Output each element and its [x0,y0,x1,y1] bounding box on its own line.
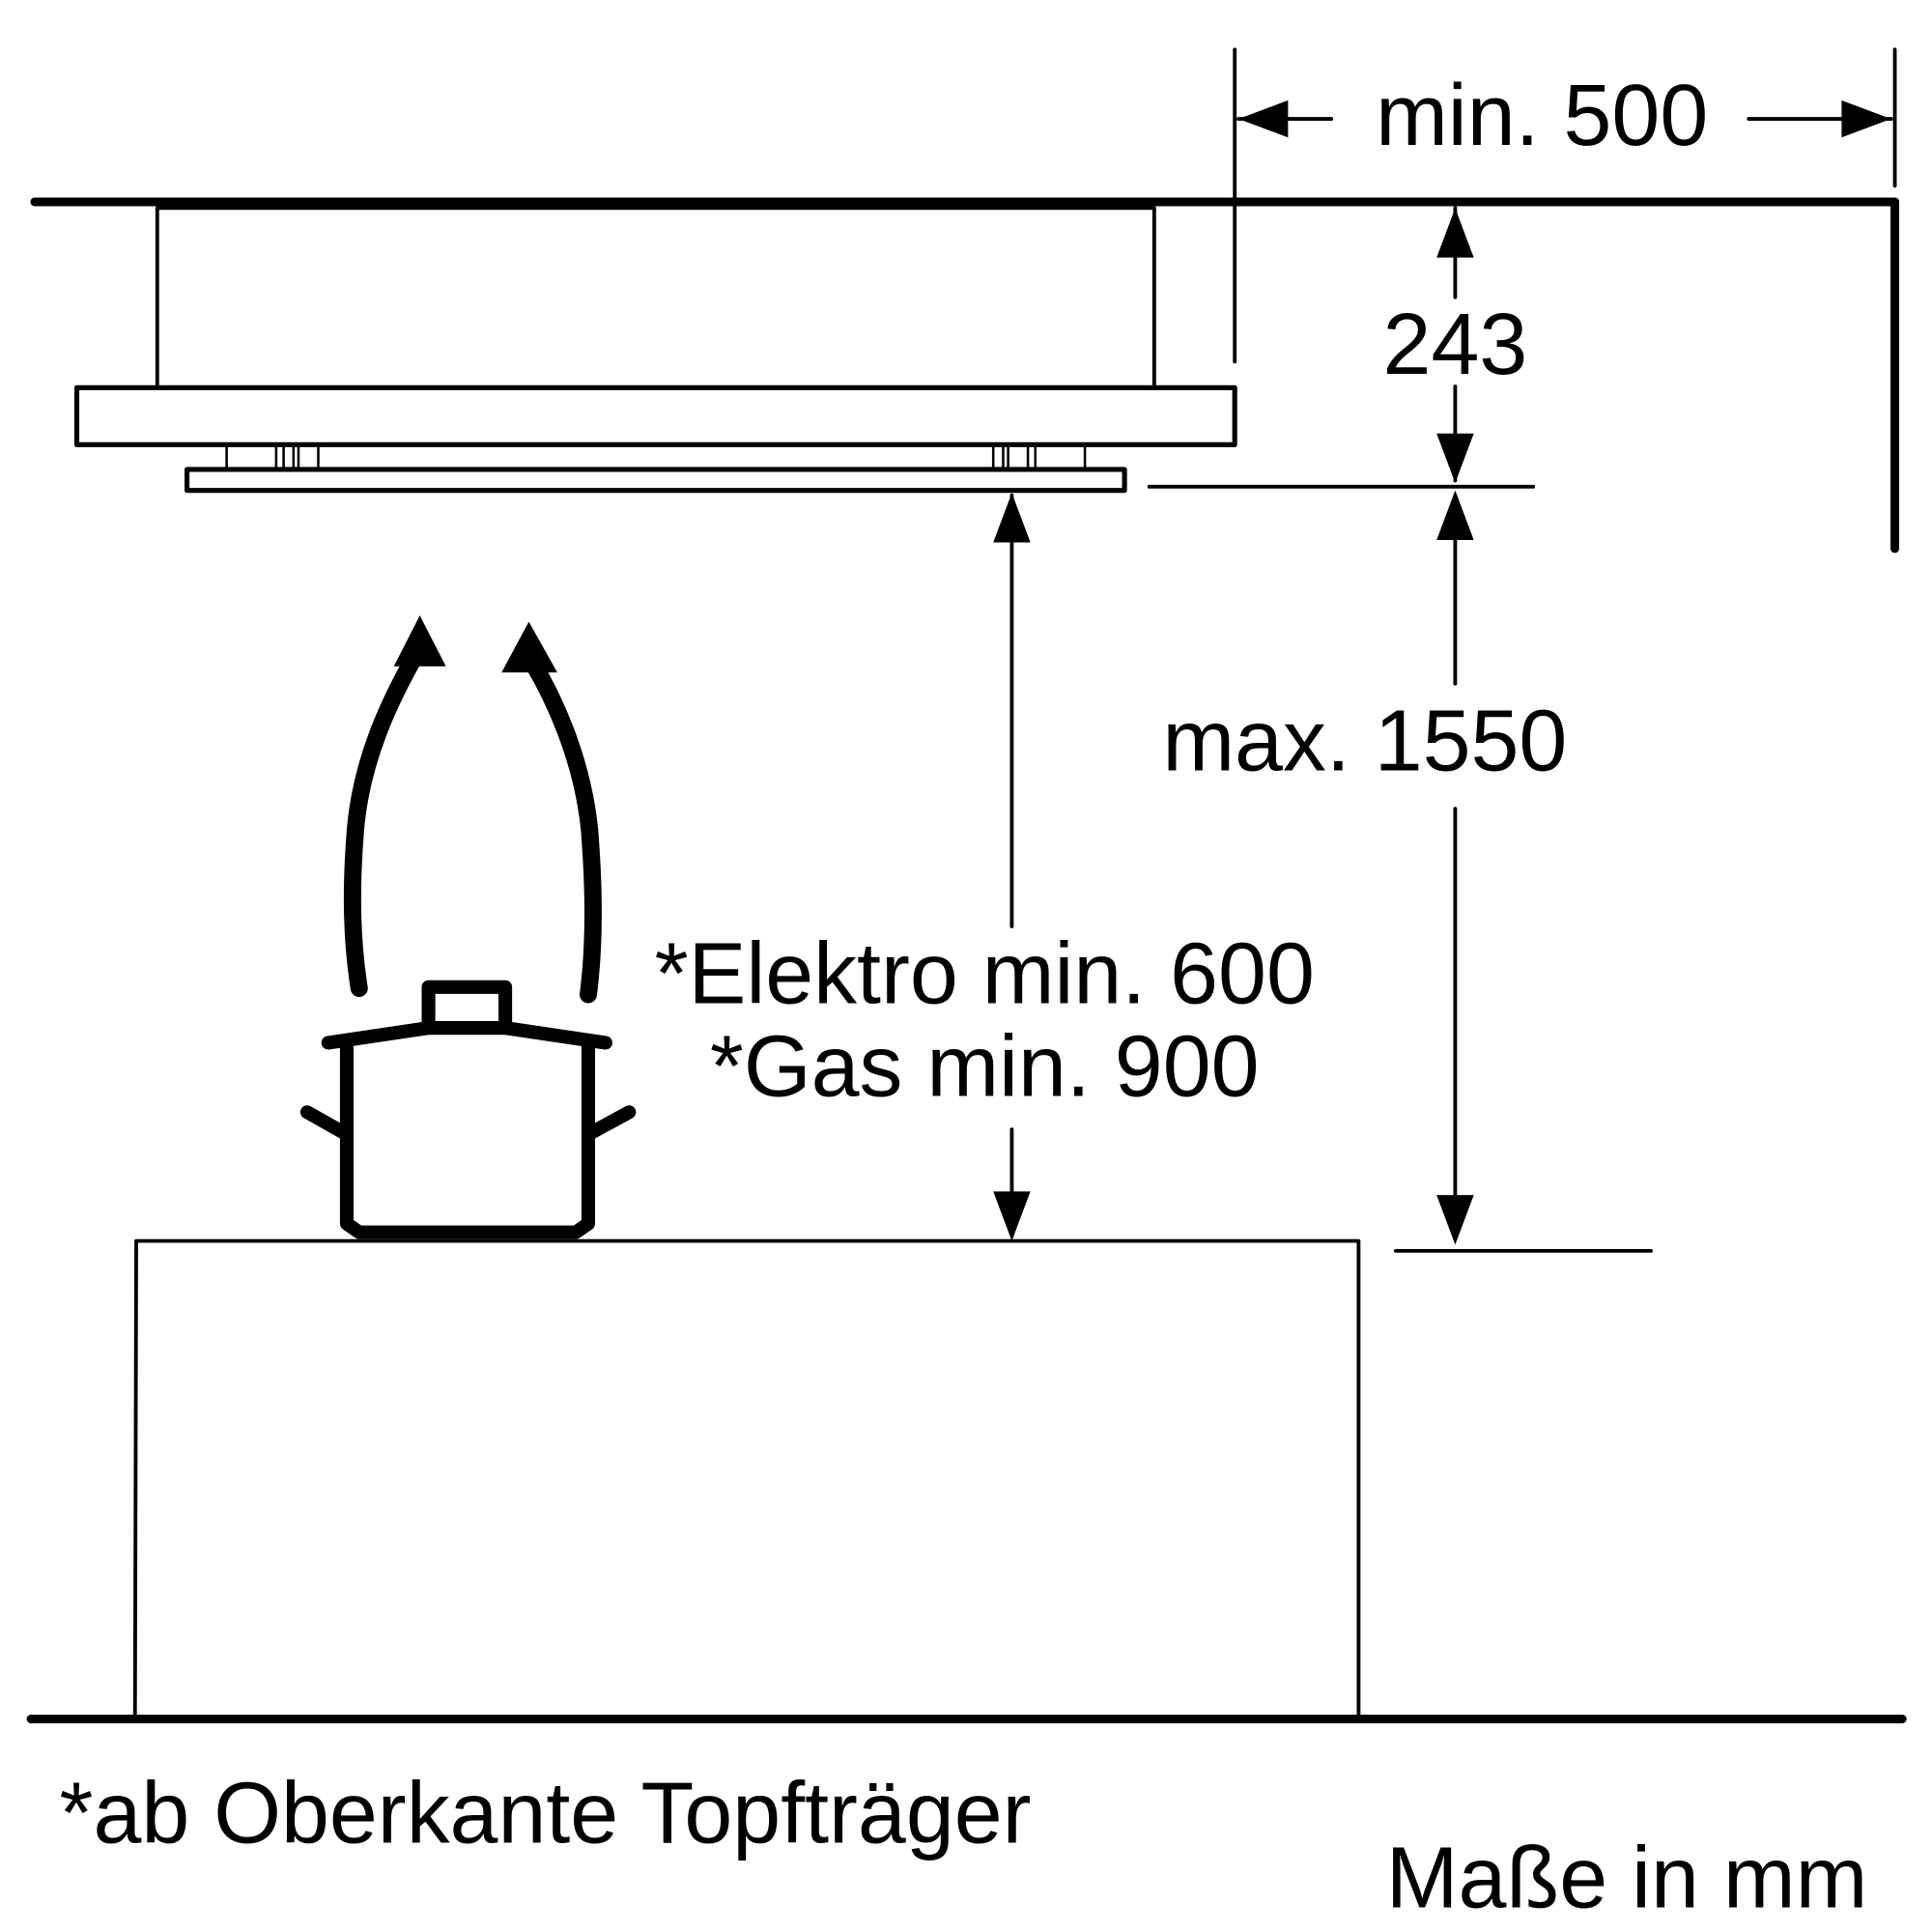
electric-clearance-label: *Elektro min. 600 [655,925,1315,1022]
min-clearance-dimension: *Elektro min. 600 *Gas min. 900 [655,493,1315,1241]
steam-arrows-icon [343,615,602,1004]
max-height-dimension: max. 1550 [1162,490,1653,1253]
cooking-pot-icon [299,980,637,1239]
ceiling-line [30,197,1900,554]
hood-bracket-right [991,442,1087,471]
footnote: *ab Oberkante Topfträger [60,1766,1032,1862]
extractor-hood [73,206,1237,494]
width-dimension: min. 500 [1233,47,1897,364]
max-height-label: max. 1550 [1162,693,1567,789]
hood-height-dimension: 243 [1147,206,1536,489]
hood-height-label: 243 [1383,297,1528,393]
hood-bracket-left [225,442,320,471]
units-note: Maße in mm [1386,1830,1868,1926]
gas-clearance-label: *Gas min. 900 [710,1019,1260,1116]
cooktop-counter [132,1238,1361,1720]
width-label: min. 500 [1376,68,1708,164]
